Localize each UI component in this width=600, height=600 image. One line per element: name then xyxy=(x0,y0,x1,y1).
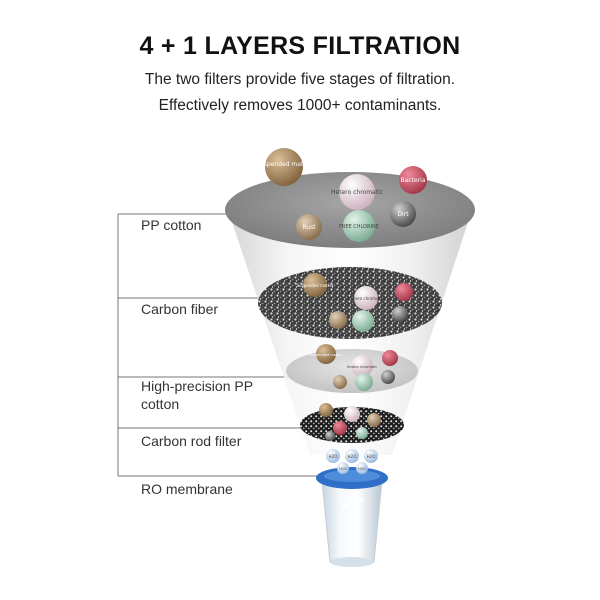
layer-high-precision-pp-disc xyxy=(286,349,418,393)
contaminant-chlorine-hp xyxy=(355,373,373,391)
contaminant-suspended-top: Suspended matter xyxy=(256,148,312,186)
contaminant-bacteria-top: Bacteria xyxy=(399,166,427,194)
label-carbon-fiber: Carbon fiber xyxy=(141,301,219,317)
dirt-label-top: Dirt xyxy=(397,211,409,218)
ro-membrane-highlight xyxy=(324,470,380,482)
h2o-label-2: H2O xyxy=(348,454,357,459)
contaminant-dirt-top: Dirt xyxy=(390,201,416,227)
label-pp-cotton: PP cotton xyxy=(141,217,202,233)
rust-label-top: Rust xyxy=(302,224,316,231)
contaminant-dirt-cf xyxy=(392,306,408,322)
h2o-label-4: H2O xyxy=(339,467,347,471)
label-carbon-rod-filter: Carbon rod filter xyxy=(141,433,242,449)
bacteria-label-top: Bacteria xyxy=(401,177,426,184)
h2o-label-1: H2O xyxy=(329,454,338,459)
label-high-precision-pp-cotton: High-precision PP cotton xyxy=(141,378,253,412)
water-glass-base xyxy=(330,557,374,567)
contaminant-bacteria-cf xyxy=(395,283,413,301)
leader-lines xyxy=(117,213,333,477)
contaminant-hetero-top: Hetero chromatic xyxy=(331,174,383,210)
hetero-label-hp: Hetero chromatic xyxy=(347,365,377,369)
contaminant-chlorine-cf xyxy=(352,310,374,332)
suspended-label-top: Suspended matter xyxy=(256,161,312,168)
contaminant-suspended-cf: Suspended matter xyxy=(296,273,334,297)
label-ro-membrane: RO membrane xyxy=(141,481,233,497)
layer-carbon-fiber-disc xyxy=(258,267,442,339)
contaminant-dirt-hp xyxy=(381,370,395,384)
subtitle-line-1: The two filters provide five stages of f… xyxy=(144,71,456,88)
contaminant-suspended-hp: Suspended matter xyxy=(310,344,343,364)
glass-bubbles xyxy=(342,498,364,539)
hetero-label-top: Hetero chromatic xyxy=(331,189,383,196)
contaminant-hetero-cf: Hetero chromatic xyxy=(349,286,384,310)
water-molecules: H2O H2O H2O H2O H2O xyxy=(326,449,378,474)
contaminant-rust-hp xyxy=(333,375,347,389)
subtitle-line-2: Effectively removes 1000+ contaminants. xyxy=(158,97,442,114)
contaminant-rust-cf xyxy=(329,311,347,329)
contaminant-bacteria-hp xyxy=(382,350,398,366)
h2o-label-3: H2O xyxy=(367,454,376,459)
hetero-label-cf: Hetero chromatic xyxy=(349,296,384,301)
suspended-label-hp: Suspended matter xyxy=(310,353,343,357)
page-title: 4 + 1 LAYERS FILTRATION xyxy=(139,32,461,60)
contaminant-chlorine-top: FREE CHLORINE xyxy=(339,210,379,242)
contaminant-hetero-hp: Hetero chromatic xyxy=(347,355,377,377)
chlorine-label-top: FREE CHLORINE xyxy=(339,224,379,230)
contaminant-cluster-cr xyxy=(319,403,381,441)
h2o-label-5: H2O xyxy=(358,467,366,471)
suspended-label-cf: Suspended matter xyxy=(296,283,333,288)
water-glass xyxy=(321,479,383,563)
contaminant-rust-top: Rust xyxy=(296,214,322,240)
